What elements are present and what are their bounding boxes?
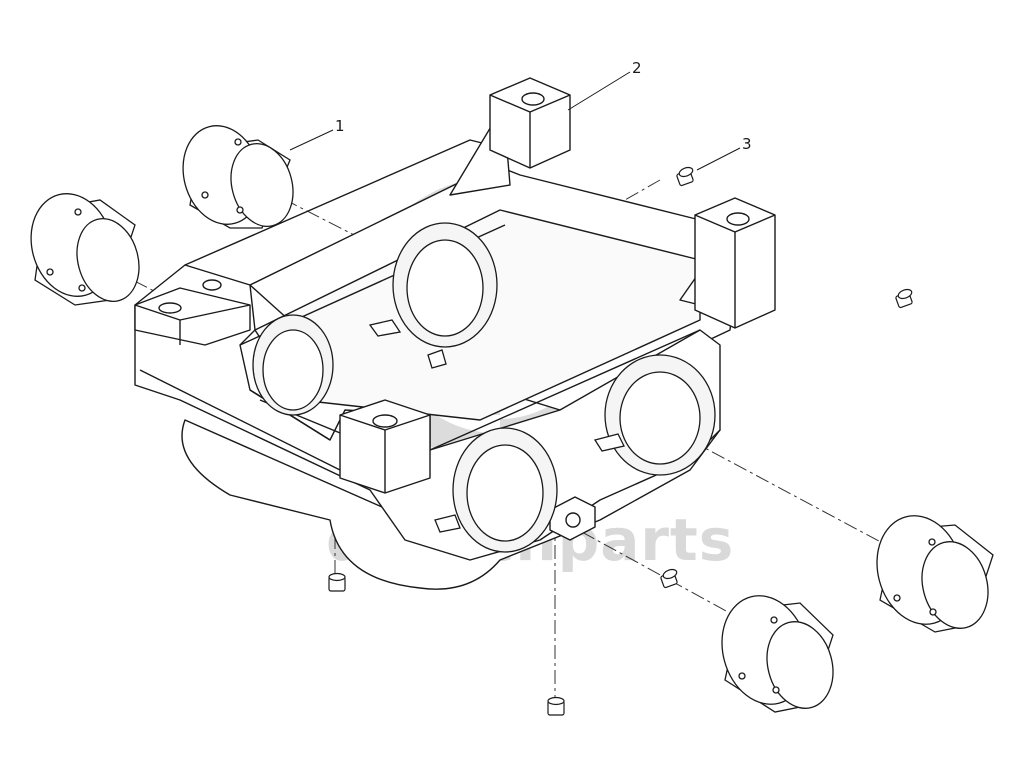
dowel-pin-bottom-left [328, 572, 346, 592]
dowel-pin-top [676, 166, 694, 187]
casting-bores [252, 222, 716, 553]
leader-1 [289, 129, 334, 151]
dowel-pins [328, 166, 913, 716]
callout-leaders [289, 71, 741, 171]
dowel-pin-bottom [547, 696, 565, 716]
leader-3 [696, 147, 741, 171]
dowel-pin-mid [660, 568, 678, 589]
callout-number-2: 2 [632, 59, 642, 77]
callout-number-1: 1 [335, 117, 345, 135]
leader-2 [567, 71, 631, 111]
bushing-right [876, 515, 994, 633]
bushing-upper-left [182, 125, 294, 229]
bushing-lower-right [721, 595, 834, 713]
bushing-left [30, 193, 140, 306]
dowel-pin-right [895, 288, 913, 309]
callout-number-3: 3 [742, 135, 752, 153]
